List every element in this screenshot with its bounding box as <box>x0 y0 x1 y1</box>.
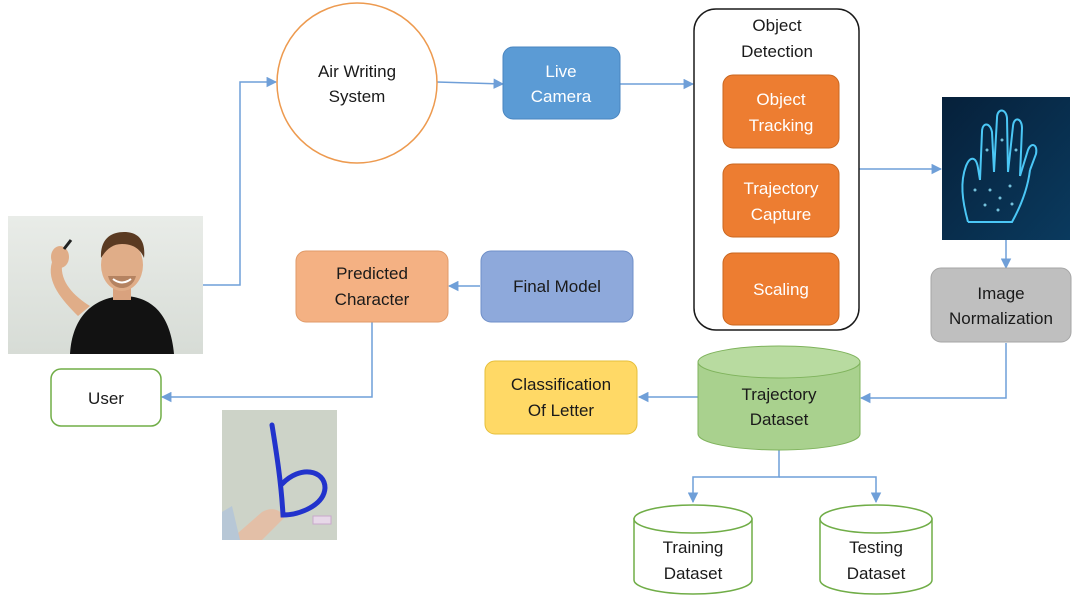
user-label: User <box>88 389 124 408</box>
predicted-character-line-2: Character <box>335 290 410 309</box>
node-object-detection: Object Detection Object Tracking Traject… <box>693 8 860 331</box>
final-model-label: Final Model <box>513 277 601 296</box>
node-training-dataset: Training Dataset <box>633 504 753 595</box>
scaling-label: Scaling <box>753 280 809 299</box>
object-detection-line-2: Detection <box>741 42 813 61</box>
classification-line-1: Classification <box>511 375 611 394</box>
object-tracking-line-2: Tracking <box>749 116 814 135</box>
training-dataset-line-1: Training <box>663 538 724 557</box>
edge-normalization-to-dataset <box>859 343 1007 404</box>
letter-b-photo <box>222 410 337 540</box>
node-trajectory-dataset: Trajectory Dataset <box>697 345 861 451</box>
edge-dataset-split <box>687 450 780 504</box>
node-trajectory-capture: Trajectory Capture <box>722 163 840 238</box>
edge-dataset-split-testing <box>779 476 882 504</box>
edge-predicted-to-user <box>160 322 373 403</box>
node-testing-dataset: Testing Dataset <box>819 504 933 595</box>
object-detection-line-1: Object <box>752 16 801 35</box>
node-classification-of-letter: Classification Of Letter <box>484 360 638 435</box>
predicted-character-line-1: Predicted <box>336 264 408 283</box>
node-live-camera: Live Camera <box>502 46 621 120</box>
air-writing-line-1: Air Writing <box>318 62 396 81</box>
node-image-normalization: Image Normalization <box>930 267 1072 343</box>
trajectory-capture-line-2: Capture <box>751 205 811 224</box>
trajectory-dataset-line-2: Dataset <box>750 410 809 429</box>
classification-line-2: Of Letter <box>528 401 594 420</box>
trajectory-capture-line-1: Trajectory <box>744 179 819 198</box>
node-user: User <box>50 368 162 427</box>
object-tracking-line-1: Object <box>756 90 805 109</box>
image-normalization-line-2: Normalization <box>949 309 1053 328</box>
node-air-writing-system: Air Writing System <box>276 2 438 164</box>
live-camera-line-2: Camera <box>531 87 592 106</box>
trajectory-dataset-line-1: Trajectory <box>742 385 817 404</box>
edges <box>160 76 1012 504</box>
air-writing-line-2: System <box>329 87 386 106</box>
image-normalization-line-1: Image <box>977 284 1024 303</box>
person-photo <box>8 216 203 354</box>
node-scaling: Scaling <box>722 252 840 326</box>
testing-dataset-line-2: Dataset <box>847 564 906 583</box>
node-final-model: Final Model <box>480 250 634 323</box>
live-camera-line-1: Live <box>545 62 576 81</box>
training-dataset-line-2: Dataset <box>664 564 723 583</box>
hand-image <box>942 97 1070 240</box>
testing-dataset-line-1: Testing <box>849 538 903 557</box>
edge-person-to-air-writing <box>203 76 278 286</box>
node-object-tracking: Object Tracking <box>722 74 840 149</box>
edge-air-writing-to-camera <box>436 78 505 89</box>
node-predicted-character: Predicted Character <box>295 250 449 323</box>
